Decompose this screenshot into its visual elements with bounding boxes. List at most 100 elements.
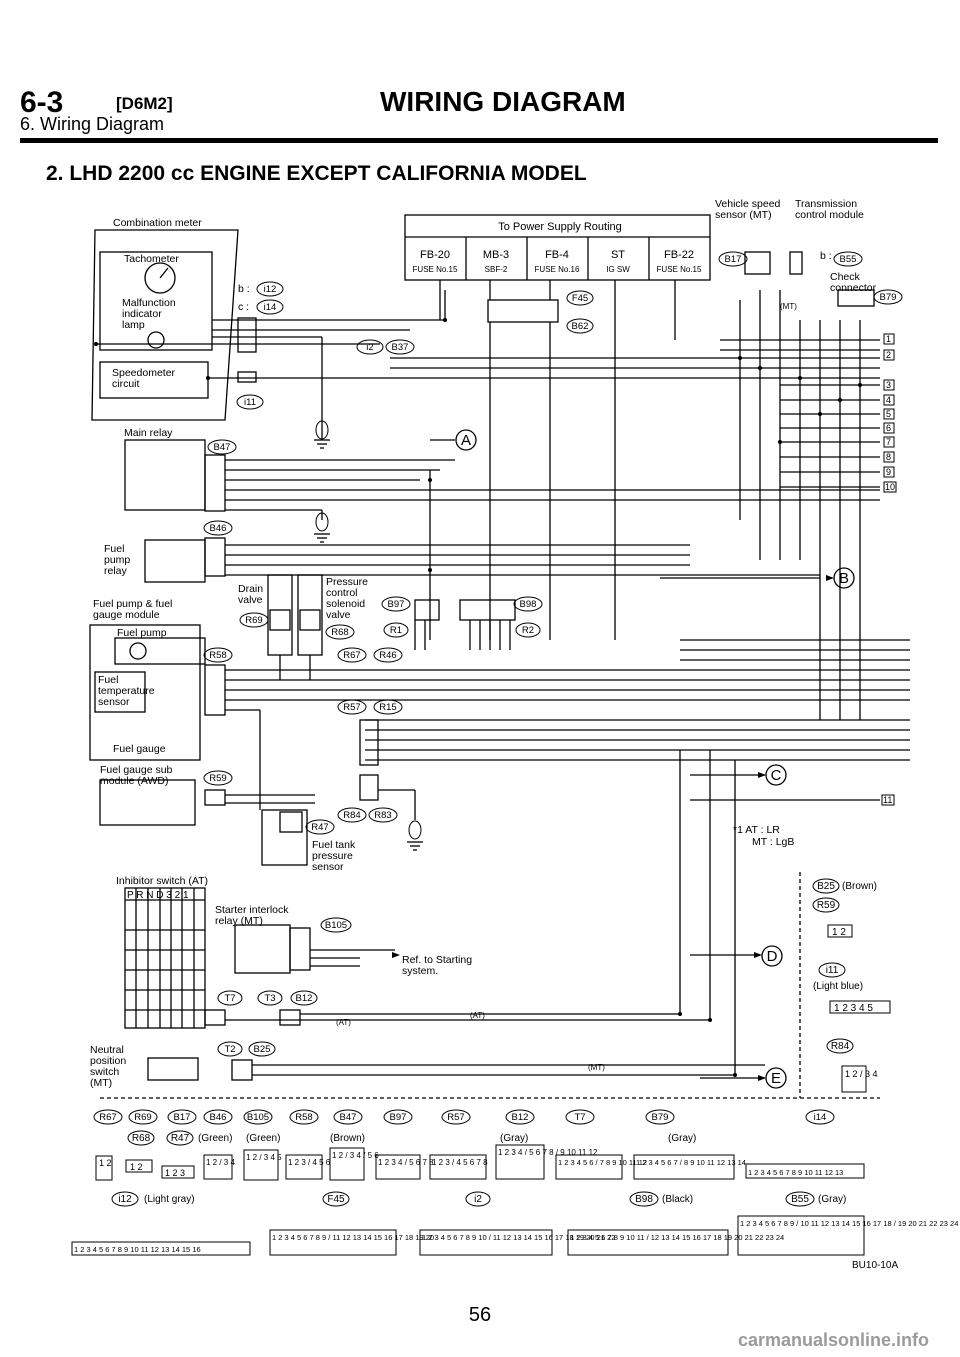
terminal-11: 11 xyxy=(883,795,892,805)
fuse-3-bottom: FUSE No.16 xyxy=(535,265,580,274)
svg-text:B97: B97 xyxy=(390,1112,407,1123)
section-title: 2. LHD 2200 cc ENGINE EXCEPT CALIFORNIA … xyxy=(46,162,587,185)
legend-r68: R68 xyxy=(132,1133,151,1144)
pcsv-label-4: valve xyxy=(326,609,351,621)
tag-i11: i11 xyxy=(236,394,264,410)
svg-text:R2: R2 xyxy=(522,625,534,636)
legend-b55: B55 xyxy=(791,1194,809,1205)
starter-relay-label-1: Starter interlock xyxy=(215,904,289,916)
svg-text:T2: T2 xyxy=(224,1044,235,1055)
svg-text:R1: R1 xyxy=(390,625,402,636)
svg-text:B97: B97 xyxy=(388,599,405,610)
terminal-8: 8 xyxy=(886,452,891,462)
svg-text:i14: i14 xyxy=(814,1112,827,1123)
page-number: 56 xyxy=(468,1304,492,1326)
legend-i12-note: (Light gray) xyxy=(144,1194,195,1205)
pins-8: 1 2 3 4 / 5 6 7 8 xyxy=(378,1158,434,1167)
fuel-pump-relay-label-3: relay xyxy=(104,565,128,577)
svg-text:i11: i11 xyxy=(826,965,839,976)
svg-text:i2: i2 xyxy=(366,342,373,353)
power-supply-label: To Power Supply Routing xyxy=(498,221,622,233)
legend-b55-note: (Gray) xyxy=(818,1194,846,1205)
drain-valve-label-2: valve xyxy=(238,594,263,606)
page-title: WIRING DIAGRAM xyxy=(380,86,626,117)
svg-text:T7: T7 xyxy=(574,1112,585,1123)
legend-r84-pins: 1 2 / 3 4 xyxy=(845,1069,878,1079)
ftps-label-1: Fuel tank xyxy=(312,839,356,851)
pins-12: 1 2 3 4 5 6 7 / 8 9 10 11 12 13 14 xyxy=(636,1158,746,1167)
svg-text:B17: B17 xyxy=(725,254,742,265)
svg-text:B79: B79 xyxy=(652,1112,669,1123)
fuel-pump-relay-box xyxy=(144,539,206,583)
tag-b37: B37 xyxy=(385,339,415,355)
pins-18: 1 2 3 4 5 6 7 8 9 / 10 11 12 13 14 15 16… xyxy=(740,1219,958,1228)
pins-2: 1 2 xyxy=(130,1162,143,1172)
svg-text:D: D xyxy=(767,948,778,965)
terminal-2: 2 xyxy=(886,350,891,360)
legend-b98: B98 xyxy=(635,1194,653,1205)
fuse-1-top: FB-20 xyxy=(420,249,450,261)
inhibitor-label: Inhibitor switch (AT) xyxy=(116,875,208,887)
legend-gray-2: (Gray) xyxy=(668,1133,696,1144)
svg-text:R83: R83 xyxy=(374,810,391,821)
terminal-5: 5 xyxy=(886,409,891,419)
svg-text:R59: R59 xyxy=(209,773,226,784)
mt-label-2: (MT) xyxy=(780,302,797,311)
pins-6: 1 2 3 / 4 5 6 xyxy=(288,1158,331,1167)
tag-b47: B47 xyxy=(207,439,237,455)
legend-gray-1: (Gray) xyxy=(500,1133,528,1144)
terminal-3: 3 xyxy=(886,380,891,390)
mil-label-1: Malfunction xyxy=(122,297,176,309)
fuse-3-top: FB-4 xyxy=(545,249,569,261)
meter-inner-box xyxy=(99,251,213,351)
tag-r58: R58 xyxy=(203,647,233,663)
tag-r69: R69 xyxy=(239,612,269,628)
legend-tag-r57: R57 xyxy=(441,1109,471,1125)
svg-text:F45: F45 xyxy=(572,293,588,304)
neutral-label-3: switch xyxy=(90,1066,119,1078)
legend-tag-b17: B17 xyxy=(167,1109,197,1125)
drain-valve-label-1: Drain xyxy=(238,583,263,595)
svg-text:i12: i12 xyxy=(264,284,277,295)
tachometer-dial xyxy=(144,262,176,294)
neutral-label-4: (MT) xyxy=(90,1077,112,1089)
legend-i12: i12 xyxy=(118,1194,132,1205)
svg-text:B25: B25 xyxy=(254,1044,271,1055)
svg-text:i14: i14 xyxy=(264,302,277,313)
fuel-pump-module-box xyxy=(89,624,201,761)
pcsv-label-3: solenoid xyxy=(326,598,365,610)
legend-green-1: (Green) xyxy=(198,1133,232,1144)
legend-tag-b105: B105 xyxy=(243,1109,273,1125)
at-label-2: (AT) xyxy=(470,1011,485,1020)
ref-starting-label-2: system. xyxy=(402,965,438,977)
tag-b98: B98 xyxy=(513,596,543,612)
tachometer-label: Tachometer xyxy=(124,253,179,265)
svg-text:B55: B55 xyxy=(840,254,857,265)
svg-text:R46: R46 xyxy=(379,650,396,661)
svg-text:B105: B105 xyxy=(247,1112,269,1123)
tag-t7: T7 xyxy=(217,990,243,1006)
ref-starting-label-1: Ref. to Starting xyxy=(402,954,472,966)
tag-r59: R59 xyxy=(203,770,233,786)
tag-b17: B17 xyxy=(718,251,748,267)
pins-5: 1 2 / 3 4 5 xyxy=(246,1153,282,1162)
pcsv-label-2: control xyxy=(326,587,358,599)
svg-text:R58: R58 xyxy=(209,650,226,661)
svg-text:R57: R57 xyxy=(343,702,360,713)
svg-text:B62: B62 xyxy=(572,321,589,332)
tag-r67: R67 xyxy=(337,647,367,663)
legend-tag-i14: i14 xyxy=(805,1109,835,1125)
svg-text:R68: R68 xyxy=(331,627,348,638)
legend-r59: R59 xyxy=(812,897,840,913)
legend-f45: F45 xyxy=(327,1194,345,1205)
ftps-label-2: pressure xyxy=(312,850,353,862)
legend-tag-b47: B47 xyxy=(333,1109,363,1125)
terminal-10: 10 xyxy=(885,482,895,492)
svg-text:B25: B25 xyxy=(817,881,835,892)
legend-tag-r69: R69 xyxy=(128,1109,158,1125)
sub-module-label-1: Fuel gauge sub xyxy=(100,764,173,776)
fts-label-2: temperature xyxy=(98,685,155,697)
tag-r1: R1 xyxy=(383,622,409,638)
tag-i2: i2 xyxy=(356,339,384,355)
